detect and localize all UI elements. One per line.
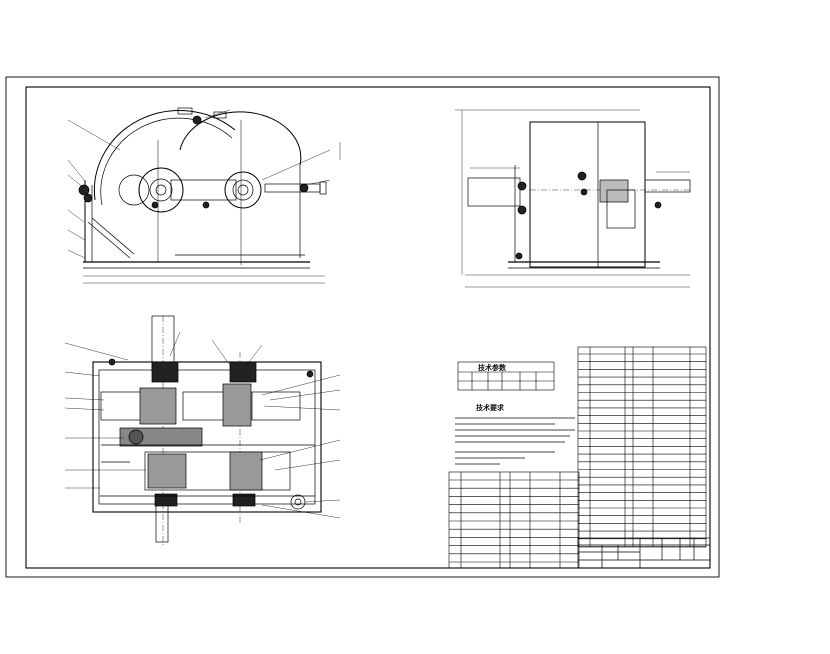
tech-requirements-lines	[455, 417, 575, 465]
front-view	[67, 107, 341, 284]
tech-params-title: 技术参数	[478, 363, 507, 372]
tech-params-table	[457, 361, 555, 391]
parts-list-left	[448, 471, 580, 569]
outer-frame	[5, 76, 720, 578]
side-view	[455, 109, 691, 288]
title-block	[577, 537, 711, 569]
section-view	[64, 315, 341, 545]
inner-frame	[25, 86, 711, 569]
tech-requirements-title: 技术要求	[476, 403, 505, 412]
parts-list-right	[577, 346, 707, 548]
